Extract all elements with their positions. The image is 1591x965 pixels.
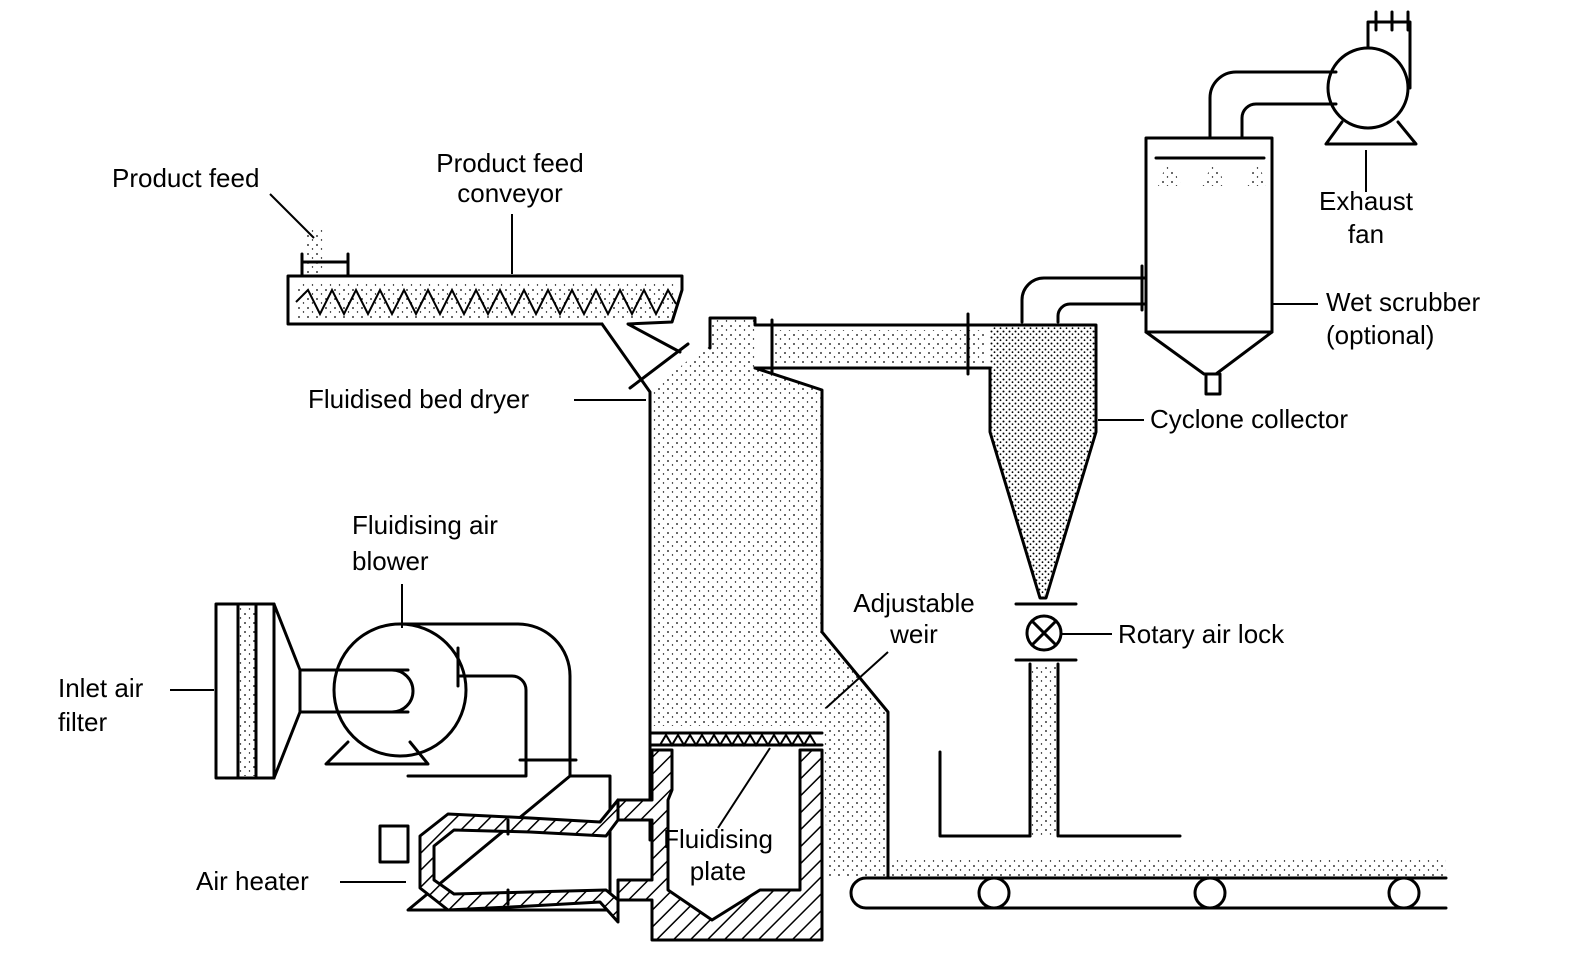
wet-scrubber	[1146, 138, 1272, 394]
cyclone-collector	[990, 266, 1146, 836]
label-exhaust-1: Exhaust	[1319, 186, 1414, 216]
label-conveyor-2: conveyor	[457, 178, 563, 208]
discharge-belt-conveyor	[851, 752, 1446, 908]
exhaust-fan	[1210, 12, 1416, 144]
label-inlet-2: filter	[58, 707, 107, 737]
label-plate-2: plate	[690, 856, 746, 886]
label-scrubber-1: Wet scrubber	[1326, 287, 1480, 317]
label-conveyor-1: Product feed	[436, 148, 583, 178]
label-rotary-air-lock: Rotary air lock	[1118, 619, 1285, 649]
label-product-feed: Product feed	[112, 163, 259, 193]
air-heater	[380, 776, 618, 922]
label-blower-1: Fluidising air	[352, 510, 498, 540]
label-exhaust-2: fan	[1348, 219, 1384, 249]
inlet-air-filter	[216, 604, 300, 778]
label-scrubber-2: (optional)	[1326, 320, 1434, 350]
product-feed-conveyor	[288, 230, 682, 352]
fluidising-air-blower	[300, 624, 576, 775]
label-air-heater: Air heater	[196, 866, 309, 896]
label-cyclone-collector: Cyclone collector	[1150, 404, 1348, 434]
label-fluidised-bed-dryer: Fluidised bed dryer	[308, 384, 529, 414]
label-weir-2: weir	[889, 619, 938, 649]
label-inlet-1: Inlet air	[58, 673, 144, 703]
label-weir-1: Adjustable	[853, 588, 974, 618]
label-blower-2: blower	[352, 546, 429, 576]
label-plate-1: Fluidising	[663, 824, 773, 854]
